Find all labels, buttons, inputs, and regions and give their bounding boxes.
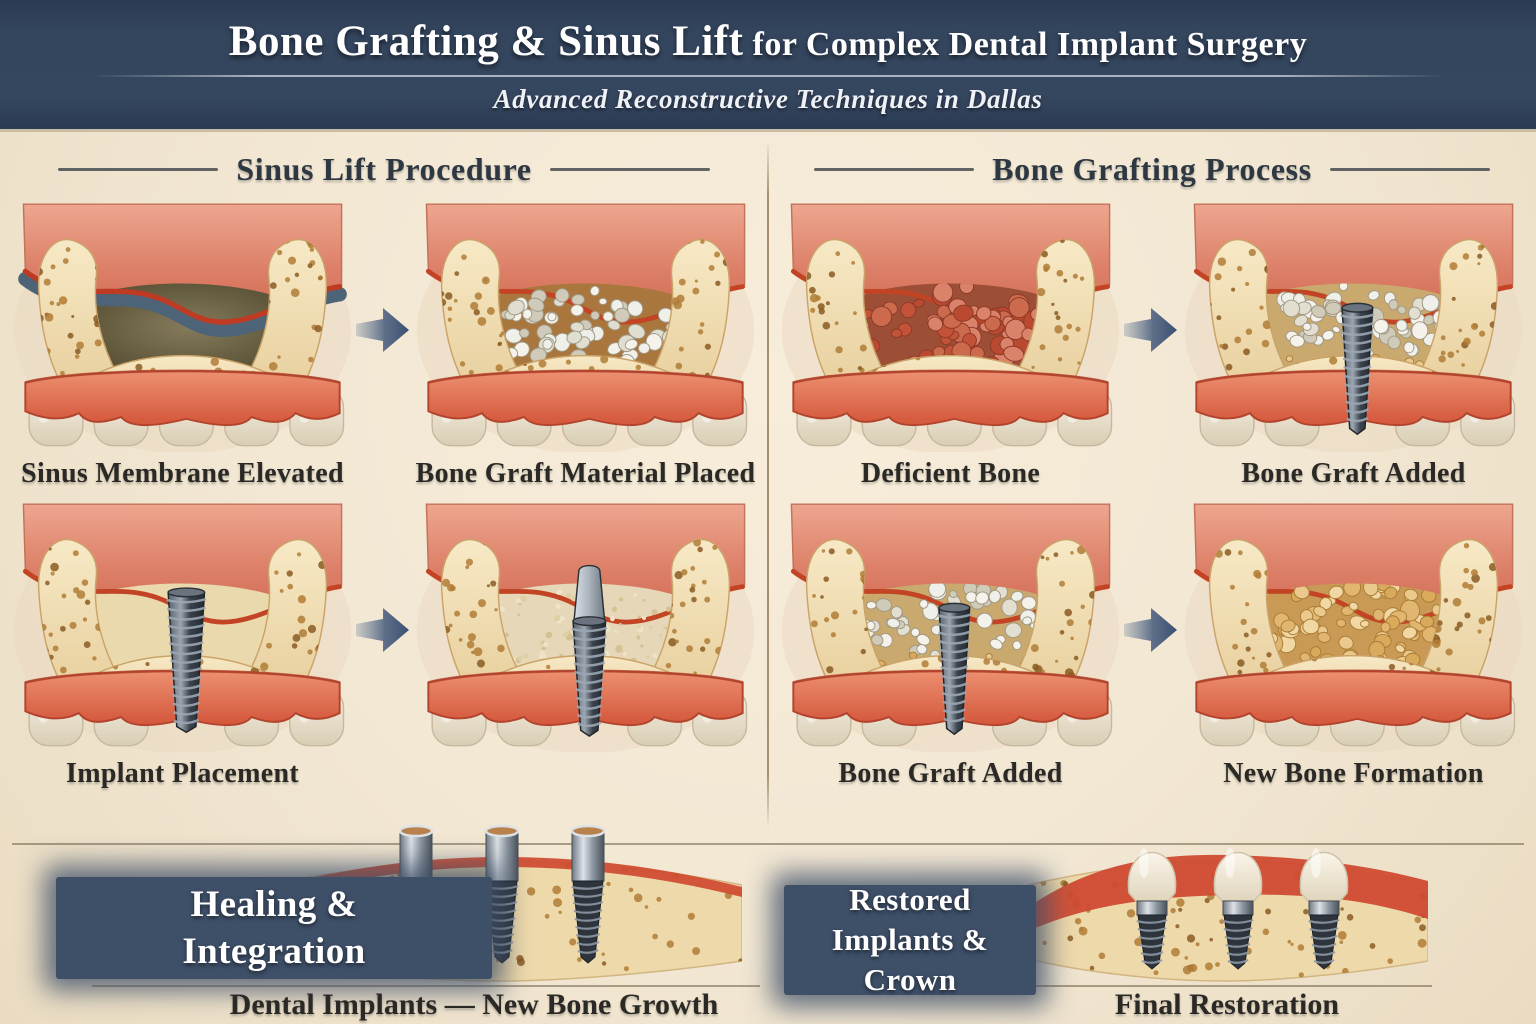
panel-caption: Bone Graft Material Placed [415,458,756,489]
panel-implant-with-graft [413,496,758,796]
section-header-sinus-lift: Sinus Lift Procedure [6,142,762,196]
panel-new-bone-formation: New Bone Formation [1181,496,1526,796]
panel-sinus-membrane-elevated: Sinus Membrane Elevated [10,196,355,496]
panel-row: Implant Placement [6,496,762,796]
page-title-main: Bone Grafting & Sinus Lift [228,17,744,65]
section-title: Bone Grafting Process [992,150,1312,187]
panel-row: Sinus Membrane Elevated Bone Graft Mater… [6,196,762,496]
panel-bone-graft-added-bottom: Bone Graft Added [778,496,1123,796]
healing-integration-badge: Healing & Integration [56,877,492,979]
page-subtitle: Advanced Reconstructive Techniques in Da… [493,83,1043,114]
footer-caption: Dental Implants — New Bone Growth [229,988,719,1021]
badge-line: Healing & [190,883,358,925]
rule-line [58,167,219,171]
page-title: Bone Grafting & Sinus Lift for Complex D… [229,17,1307,66]
step-arrow-icon [1123,604,1179,656]
section-sinus-lift: Sinus Lift Procedure Sinus Membrane Elev… [0,142,768,843]
panel-implant-placement: Implant Placement [10,496,355,796]
panel-caption: Bone Graft Added [1241,458,1466,489]
baseline-rule [792,985,1432,987]
panel-caption: Sinus Membrane Elevated [21,458,344,489]
illustration-deficient-bone [778,196,1123,452]
section-header-bone-grafting: Bone Grafting Process [774,142,1530,196]
page-title-rest: for Complex Dental Implant Surgery [743,25,1308,63]
panel-caption: Deficient Bone [860,458,1041,489]
baseline-rule [92,985,760,987]
illustration-new-bone-formation [1181,496,1526,752]
vertical-divider [767,140,769,829]
footer: Healing & Integration Dental Implants — … [0,824,1536,1024]
badge-line: Restored [849,881,971,917]
crowned-implants-illustration [1028,823,1428,991]
illustration-bone-graft-added [778,496,1123,752]
panel-bone-graft-added-top: Bone Graft Added [1181,196,1526,496]
badge-line: Integration [182,931,366,972]
illustration-bone-graft-added [1181,196,1526,452]
rule-line [814,167,975,171]
header-divider [92,74,1444,77]
footer-healing: Healing & Integration Dental Implants — … [0,824,768,1024]
section-bone-grafting: Bone Grafting Process Deficient Bone Bon… [768,142,1536,843]
illustration-graft-material-placed [413,196,758,452]
step-arrow-icon [355,304,411,356]
section-title: Sinus Lift Procedure [236,150,532,187]
badge-line: Implants & Crown [831,921,989,998]
panel-caption: Bone Graft Added [838,758,1063,789]
rule-line [1329,167,1490,171]
illustration-implant-placement [10,496,355,752]
panel-row: Bone Graft Added New Bone Formation [774,496,1530,796]
panel-caption: Implant Placement [66,758,299,789]
footer-caption: Final Restoration [1114,988,1340,1021]
panel-row: Deficient Bone Bone Graft Added [774,196,1530,496]
panel-graft-material-placed: Bone Graft Material Placed [413,196,758,496]
footer-restoration: Restored Implants & Crown Final Restorat… [768,843,1536,1024]
step-arrow-icon [1123,304,1179,356]
panel-deficient-bone: Deficient Bone [778,196,1123,496]
header-banner: Bone Grafting & Sinus Lift for Complex D… [0,0,1536,132]
main-content: Sinus Lift Procedure Sinus Membrane Elev… [0,132,1536,843]
step-arrow-icon [355,604,411,656]
rule-line [549,167,710,171]
illustration-sinus-membrane-elevated [10,196,355,452]
panel-caption: New Bone Formation [1223,758,1484,789]
footer-divider [12,843,1524,845]
illustration-implant-with-graft [413,496,758,752]
restored-implants-badge: Restored Implants & Crown [784,882,1036,997]
